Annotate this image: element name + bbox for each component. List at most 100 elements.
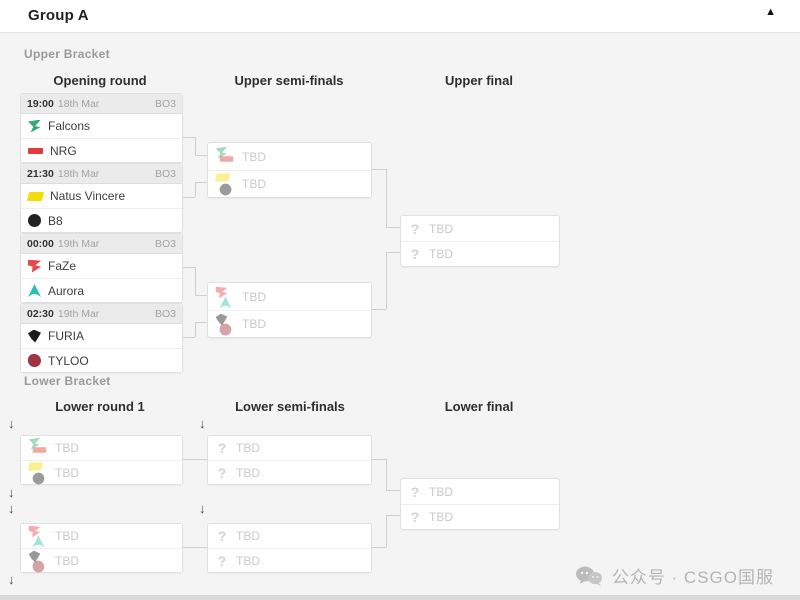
bracket-connector [386,227,400,228]
team-row[interactable]: TYLOO [21,348,182,372]
nrg-logo-icon [219,155,234,162]
column-header-opening-round: Opening round [53,73,147,88]
b8-logo-icon [28,214,41,227]
tbd-label: TBD [429,484,453,499]
lower-bracket-label: Lower Bracket [24,374,111,388]
lower-final-card[interactable]: ? TBD ? TBD [400,478,560,530]
team-row[interactable]: Natus Vincere [21,184,182,208]
match-date: 19th Mar [57,307,100,320]
candidate-logos [27,461,48,484]
wechat-icon [575,566,602,586]
tyloo-logo-icon [32,560,45,572]
bracket-connector [183,137,195,138]
candidate-logos [215,146,235,168]
unknown-team-icon: ? [410,483,420,500]
bracket-connector [372,309,386,310]
bottom-edge-strip [0,595,800,600]
tbd-label: TBD [242,317,266,331]
match-format: BO3 [154,97,176,110]
column-header-lower-round-1: Lower round 1 [55,399,145,414]
team-row[interactable]: B8 [21,208,182,232]
team-name: NRG [50,143,77,158]
candidate-logos [214,173,235,196]
tbd-label: TBD [55,529,79,543]
team-row[interactable]: FaZe [21,254,182,278]
bracket-connector [386,515,400,516]
tbd-slot: ? TBD [208,436,371,460]
match-date: 19th Mar [57,237,100,250]
lower-round1-card[interactable]: TBD TBD [20,435,183,485]
bracket-connector [183,197,195,198]
tbd-label: TBD [55,465,79,480]
team-name: B8 [48,213,63,228]
upper-semi-final-card[interactable]: TBD TBD [207,282,372,338]
furia-logo-icon [28,329,41,343]
team-name: FaZe [48,259,77,273]
bracket-connector [183,267,195,268]
tyloo-logo-icon [219,323,232,336]
team-row[interactable]: FURIA [21,324,182,348]
team-name: Falcons [48,119,91,133]
faze-logo-icon [28,259,41,273]
team-row[interactable]: Falcons [21,114,182,138]
match-card[interactable]: 00:00 19th Mar BO3 FaZe Aurora [20,233,183,303]
team-row[interactable]: Aurora [21,278,182,302]
aurora-logo-icon [32,535,45,548]
bracket-connector [386,490,400,491]
match-format: BO3 [154,237,176,250]
bracket-connector [195,182,207,183]
tbd-label: TBD [429,247,453,261]
tbd-slot: TBD [21,460,182,484]
column-header-lower-semi-finals: Lower semi-finals [235,399,345,414]
match-date: 18th Mar [57,97,100,110]
team-name: Aurora [48,283,85,298]
bracket-connector [183,547,207,548]
match-time: 21:30 [27,167,54,180]
upper-semi-final-card[interactable]: TBD TBD [207,142,372,198]
match-header: 19:00 18th Mar BO3 [21,94,182,114]
lower-semi-final-card[interactable]: ? TBD ? TBD [207,523,372,573]
tbd-slot: ? TBD [208,548,371,572]
tbd-slot: TBD [21,548,182,572]
match-time: 00:00 [27,237,54,250]
tbd-slot: ? TBD [208,460,371,484]
match-time: 19:00 [27,97,54,110]
falcons-logo-icon [28,437,41,450]
drop-down-arrow-icon: ↓ [8,485,15,500]
drop-down-arrow-icon: ↓ [199,501,206,516]
tbd-slot: TBD [208,143,371,170]
collapse-caret-icon[interactable]: ▲ [765,6,776,18]
team-row[interactable]: NRG [21,138,182,162]
unknown-team-icon: ? [217,528,227,544]
candidate-logos [28,437,48,459]
match-card[interactable]: 19:00 18th Mar BO3 Falcons NRG [20,93,183,163]
candidate-logos [28,525,48,548]
upper-final-card[interactable]: ? TBD ? TBD [400,215,560,267]
tbd-label: TBD [429,510,453,524]
faze-logo-icon [28,525,41,538]
team-name: TYLOO [48,353,89,368]
tbd-label: TBD [236,465,260,480]
falcons-logo-icon [215,146,228,158]
bracket-connector [183,459,207,460]
group-title: Group A [28,7,89,24]
match-date: 18th Mar [57,167,100,180]
match-header: 21:30 18th Mar BO3 [21,164,182,184]
bracket-connector [386,459,387,490]
column-header-upper-final: Upper final [445,73,513,88]
bracket-connector [372,169,386,170]
aurora-logo-icon [219,296,232,308]
tbd-label: TBD [236,441,260,455]
match-card[interactable]: 21:30 18th Mar BO3 Natus Vincere B8 [20,163,183,233]
natus-vincere-logo-icon [27,461,44,471]
lower-round1-card[interactable]: TBD TBD [20,523,183,573]
match-card[interactable]: 02:30 19th Mar BO3 FURIA TYLOO [20,303,183,373]
tbd-label: TBD [242,177,266,191]
group-header-bar: Group A ▲ [0,0,800,33]
bracket-connector [195,267,196,295]
watermark-text: 公众号 · CSGO国服 [611,568,774,587]
team-name: Natus Vincere [50,189,126,203]
lower-semi-final-card[interactable]: ? TBD ? TBD [207,435,372,485]
tbd-slot: ? TBD [208,524,371,548]
